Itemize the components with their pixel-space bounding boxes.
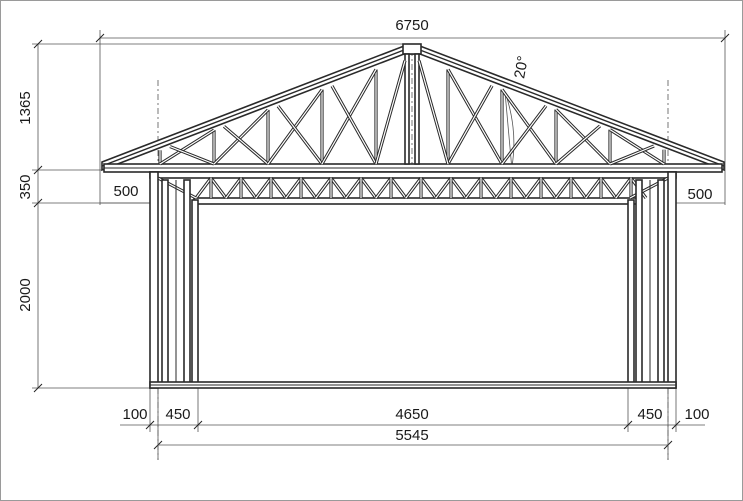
lattice-diagonal-fill bbox=[345, 177, 362, 199]
lattice-diagonal-fill bbox=[195, 177, 212, 199]
center-lines bbox=[157, 50, 669, 460]
dimension-lines bbox=[32, 30, 730, 460]
post-right-label: 100 bbox=[684, 406, 709, 423]
lattice-diagonal-fill bbox=[210, 177, 227, 199]
lattice-diagonal-fill bbox=[405, 177, 422, 199]
lattice-diagonal-fill bbox=[435, 177, 452, 199]
lattice-diagonal-fill bbox=[600, 177, 617, 199]
truss-height-label: 350 bbox=[17, 174, 34, 199]
building-width-label: 5545 bbox=[395, 427, 428, 444]
truss-diagonal-fill bbox=[223, 125, 269, 165]
wall-height-label: 2000 bbox=[17, 278, 34, 311]
lattice-diagonal-fill bbox=[255, 177, 272, 199]
wall-left-label: 450 bbox=[165, 406, 190, 423]
lattice-diagonal-fill bbox=[270, 177, 287, 199]
lattice-diagonal-fill bbox=[555, 177, 572, 199]
overhang-right-label: 500 bbox=[687, 186, 712, 203]
truss-diagonal-fill bbox=[447, 85, 493, 165]
truss-diagonal-fill bbox=[555, 125, 601, 165]
opening-label: 4650 bbox=[395, 406, 428, 423]
header-truss bbox=[149, 171, 677, 205]
overhang-left-label: 500 bbox=[113, 183, 138, 200]
truss-diagonal-fill bbox=[159, 129, 215, 165]
lattice-diagonal-fill bbox=[570, 177, 587, 199]
truss-diagonal-fill bbox=[418, 60, 449, 165]
lattice-diagonal-fill bbox=[375, 177, 392, 199]
lattice-diagonal-fill bbox=[330, 177, 347, 199]
lattice-diagonal-fill bbox=[285, 177, 302, 199]
lattice-diagonal-fill bbox=[420, 177, 437, 199]
lattice-diagonal-fill bbox=[360, 177, 377, 199]
truss-diagonal-fill bbox=[609, 145, 655, 165]
lattice-diagonal-fill bbox=[225, 177, 242, 199]
lattice-diagonal-fill bbox=[510, 177, 527, 199]
truss-diagonal-fill bbox=[501, 105, 547, 165]
truss-diagonal-fill bbox=[375, 60, 406, 165]
roof-truss bbox=[101, 43, 725, 173]
lattice-diagonal-fill bbox=[465, 177, 482, 199]
truss-diagonal-fill bbox=[213, 109, 269, 165]
lattice-diagonal-fill bbox=[450, 177, 467, 199]
lattice-diagonal-fill bbox=[315, 177, 332, 199]
truss-diagonal-fill bbox=[555, 109, 611, 165]
lattice-diagonal-fill bbox=[240, 177, 257, 199]
post-left-label: 100 bbox=[122, 406, 147, 423]
truss-diagonal-fill bbox=[169, 145, 215, 165]
truss-diagonal-fill bbox=[331, 85, 377, 165]
lattice-diagonal-fill bbox=[495, 177, 512, 199]
truss-diagonal-fill bbox=[277, 105, 323, 165]
truss-diagonal-fill bbox=[609, 129, 665, 165]
dimension-labels: 6750 1365 350 2000 500 500 100 450 4650 … bbox=[17, 17, 713, 444]
overall-width-label: 6750 bbox=[395, 17, 428, 34]
lattice-diagonal-fill bbox=[540, 177, 557, 199]
lattice-diagonal-fill bbox=[525, 177, 542, 199]
lattice-diagonal-fill bbox=[480, 177, 497, 199]
roof-pitch-label: 20° bbox=[511, 55, 532, 80]
wall-right-label: 450 bbox=[637, 406, 662, 423]
wall-frame bbox=[149, 171, 677, 389]
lattice-diagonal-fill bbox=[615, 177, 632, 199]
roof-height-label: 1365 bbox=[17, 91, 34, 124]
lattice-diagonal-fill bbox=[300, 177, 317, 199]
lattice-diagonal-fill bbox=[390, 177, 407, 199]
lattice-diagonal-fill bbox=[585, 177, 602, 199]
